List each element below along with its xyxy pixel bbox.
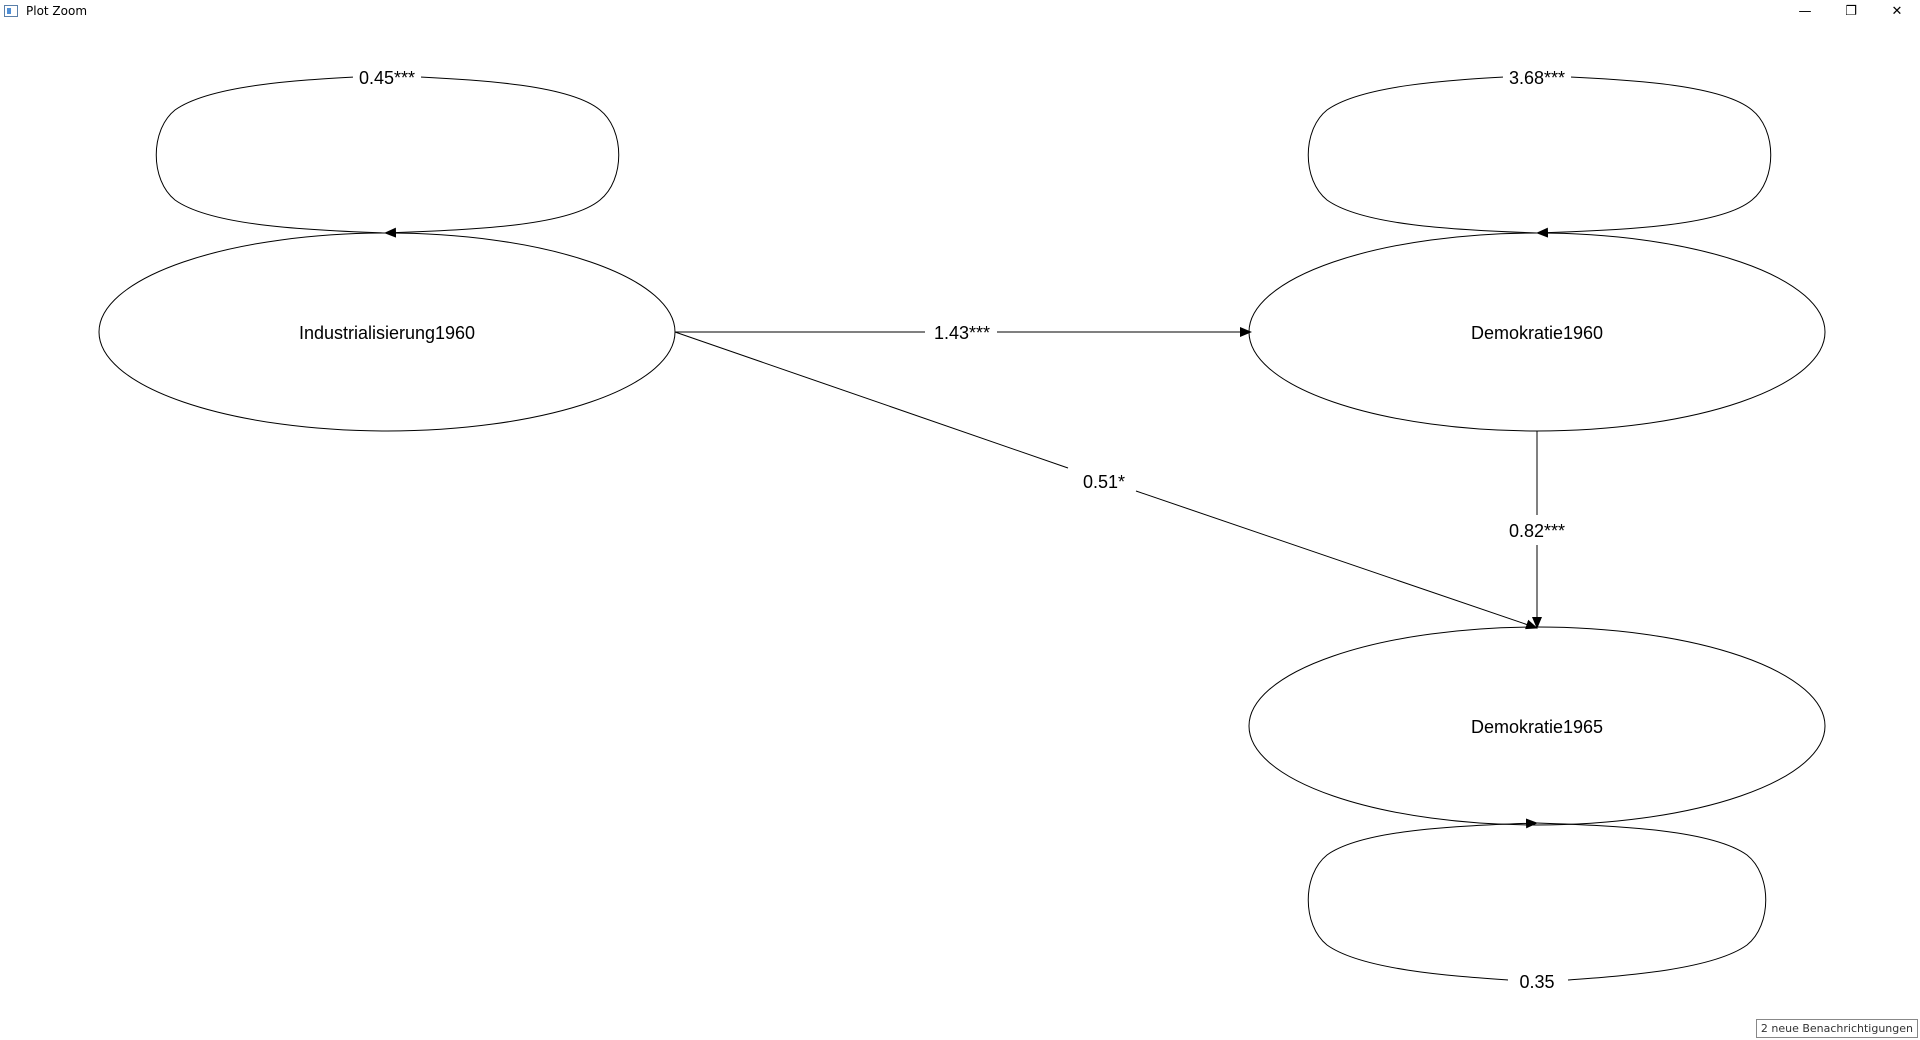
window-controls: — ❐ ✕: [1782, 0, 1920, 22]
variance-loop-demokratie1965: 0.35: [1307, 818, 1767, 994]
variance-loop-demokratie1960: 3.68***: [1307, 66, 1772, 238]
notification-badge[interactable]: 2 neue Benachrichtigungen: [1755, 1019, 1918, 1038]
close-button[interactable]: ✕: [1891, 3, 1903, 19]
title-bar[interactable]: Plot Zoom — ❐ ✕: [0, 0, 1920, 22]
variance-label-demokratie1960: 3.68***: [1509, 68, 1565, 88]
node-label-demokratie1965: Demokratie1965: [1471, 717, 1603, 737]
edge-label-dem60-dem65: 0.82***: [1509, 521, 1565, 541]
node-demokratie1965: Demokratie1965: [1248, 626, 1826, 826]
app-icon: [4, 5, 18, 17]
edge-label-ind-dem65: 0.51*: [1083, 472, 1125, 492]
variance-loop-industrialisierung: 0.45***: [155, 66, 620, 238]
node-industrialisierung1960: Industrialisierung1960: [98, 232, 676, 432]
edge-industrialisierung-demokratie1960: 1.43***: [675, 321, 1252, 345]
variance-label-demokratie1965: 0.35: [1519, 972, 1554, 992]
edge-industrialisierung-demokratie1965: 0.51*: [674, 331, 1538, 630]
variance-label-industrialisierung: 0.45***: [359, 68, 415, 88]
node-label-industrialisierung1960: Industrialisierung1960: [299, 323, 475, 343]
node-demokratie1960: Demokratie1960: [1248, 232, 1826, 432]
node-label-demokratie1960: Demokratie1960: [1471, 323, 1603, 343]
maximize-button[interactable]: ❐: [1845, 3, 1857, 19]
edge-demokratie1960-demokratie1965: 0.82***: [1502, 431, 1572, 629]
edge-label-ind-dem60: 1.43***: [934, 323, 990, 343]
minimize-button[interactable]: —: [1798, 3, 1812, 19]
window-title: Plot Zoom: [26, 4, 88, 18]
